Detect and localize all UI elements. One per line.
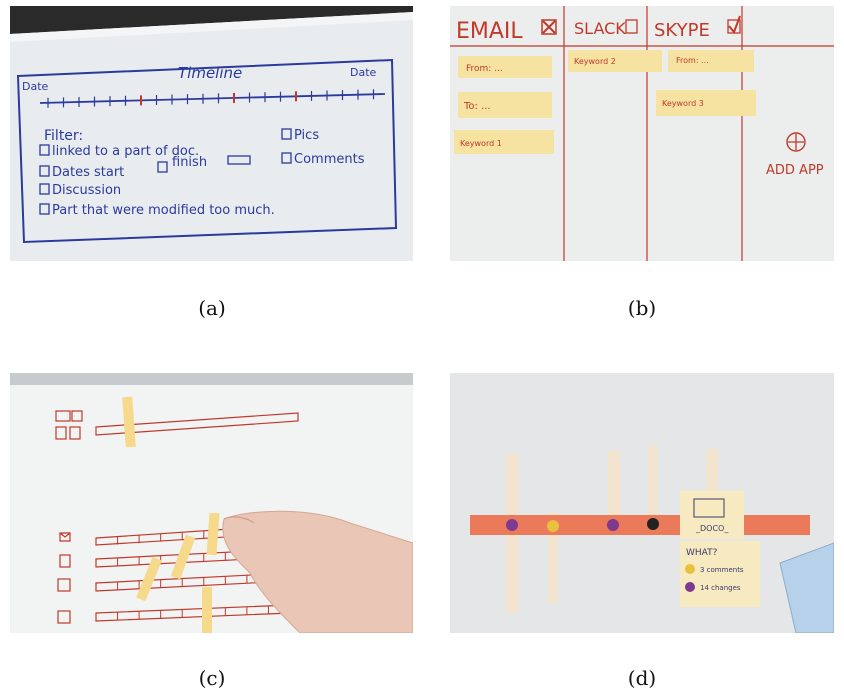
checkbox-linked[interactable]: [39, 144, 50, 156]
filter-label: Filter:: [44, 128, 83, 144]
comment-dot[interactable]: [547, 520, 559, 532]
checkbox-email[interactable]: [541, 19, 557, 35]
sticky-strip[interactable]: [122, 396, 136, 448]
option-discussion: Discussion: [52, 183, 121, 198]
sticky-keyword-1: Keyword 1: [460, 139, 502, 148]
panel-c-photo: [10, 373, 413, 633]
timeline-strip: [470, 515, 810, 535]
timeline-ticks: [47, 89, 375, 108]
doc-note-label: _DOCO_: [695, 524, 729, 533]
paper-strip: [608, 451, 620, 533]
sticky-note[interactable]: [668, 50, 754, 72]
checkbox-dates-start-box[interactable]: [157, 161, 168, 173]
sticky-note[interactable]: [656, 90, 756, 116]
sticky-strip[interactable]: [202, 587, 212, 633]
option-dates-start: Dates start: [52, 165, 124, 180]
sticky-note[interactable]: [454, 130, 554, 154]
legend-comments: 3 comments: [700, 566, 744, 574]
comment-dot[interactable]: [506, 519, 518, 531]
checkbox-discussion[interactable]: [39, 183, 50, 195]
add-app-label[interactable]: ADD APP: [766, 163, 824, 178]
sticky-to: To: ...: [463, 101, 491, 112]
option-modified: Part that were modified too much.: [52, 203, 275, 218]
legend-purple-dot: [685, 582, 695, 592]
sticky-from-skype: From: ...: [676, 56, 709, 65]
header-skype: SKYPE: [654, 20, 710, 41]
ruler: [779, 542, 834, 633]
timeline-title: Timeline: [178, 64, 242, 82]
sticky-strip[interactable]: [206, 512, 220, 556]
option-pics: Pics: [294, 128, 319, 143]
sticky-note[interactable]: [458, 56, 552, 78]
caption-a: (a): [198, 296, 226, 320]
add-app-icon[interactable]: [786, 132, 806, 152]
sticky-note[interactable]: [458, 92, 552, 118]
panel-b-photo: EMAIL SLACK SKYPE From: ... To: ... Keyw…: [450, 6, 834, 261]
checkbox-pics[interactable]: [281, 128, 292, 140]
header-email: EMAIL: [456, 19, 523, 44]
date-left-label: Date: [22, 80, 49, 93]
panel-a-photo: Date Date Timeline Filter: linked to a p…: [10, 6, 413, 261]
legend-changes: 14 changes: [700, 584, 741, 592]
caption-c: (c): [198, 666, 226, 690]
panel-d-photo: _DOCO_ WHAT? 3 comments 14 changes: [450, 373, 834, 633]
what-title: WHAT?: [686, 548, 718, 558]
sticky-note[interactable]: [568, 50, 662, 72]
what-sticky-note[interactable]: [680, 541, 760, 607]
option-linked: linked to a part of doc.: [52, 144, 199, 159]
caption-d: (d): [627, 666, 657, 690]
checkbox-dates-start[interactable]: [39, 165, 50, 177]
comment-dot[interactable]: [647, 518, 659, 530]
date-right-label: Date: [350, 66, 377, 79]
paper-strip: [548, 513, 558, 603]
sticky-strip[interactable]: [170, 534, 196, 580]
header-slack: SLACK: [574, 19, 626, 38]
sticky-strip[interactable]: [136, 556, 162, 602]
sticky-keyword-2: Keyword 2: [574, 57, 616, 66]
caption-b: (b): [627, 296, 657, 320]
paper-strip: [648, 445, 658, 533]
sticky-keyword-3: Keyword 3: [662, 99, 704, 108]
legend-yellow-dot: [685, 564, 695, 574]
checkbox-comments[interactable]: [281, 152, 292, 164]
hand: [222, 510, 413, 633]
option-finish: finish: [172, 155, 207, 170]
checkbox-slack[interactable]: [625, 19, 638, 34]
paper-strip: [706, 449, 718, 495]
checkbox-modified[interactable]: [39, 203, 50, 215]
checkbox-finish[interactable]: [227, 155, 251, 165]
comment-dot[interactable]: [607, 519, 619, 531]
sticky-from-email: From: ...: [466, 64, 503, 74]
option-comments: Comments: [294, 152, 365, 167]
